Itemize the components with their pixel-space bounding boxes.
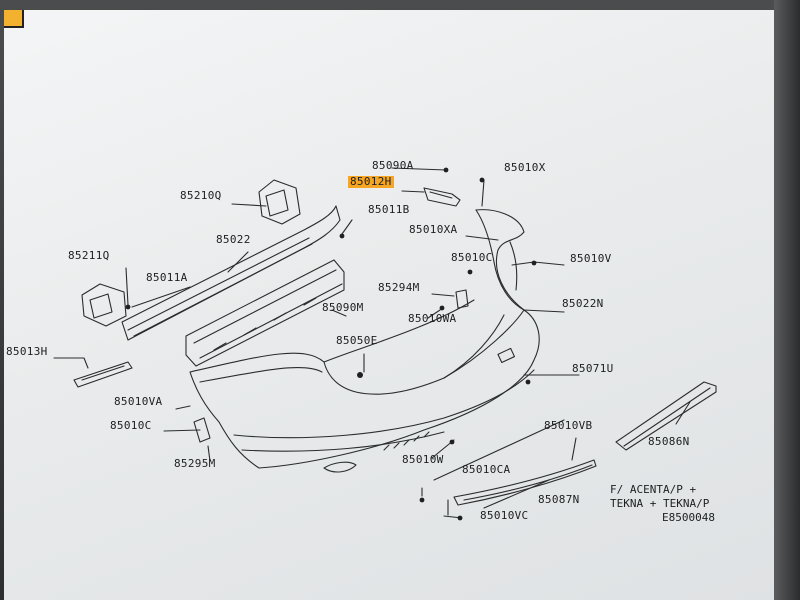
absorber-85090M	[185, 259, 345, 367]
label-85010VA[interactable]: 85010VA	[114, 395, 163, 408]
label-85011A[interactable]: 85011A	[146, 271, 188, 284]
bracket-85012H	[423, 187, 461, 207]
label-85013H[interactable]: 85013H	[6, 345, 48, 358]
bumper-fascia-85022N	[189, 309, 540, 469]
label-85012H-highlighted[interactable]: 85012H	[348, 175, 394, 188]
bumper-reflector	[497, 347, 516, 364]
label-85022N[interactable]: 85022N	[562, 297, 604, 310]
label-85071U[interactable]: 85071U	[572, 362, 614, 375]
label-85010V[interactable]: 85010V	[570, 252, 612, 265]
trim-85086N	[615, 381, 717, 451]
monitor-bezel	[774, 0, 800, 600]
window-corner-tab[interactable]	[4, 10, 24, 28]
label-85010X[interactable]: 85010X	[504, 161, 546, 174]
label-85086N[interactable]: 85086N	[648, 435, 690, 448]
screen: 85090A 85010X 85012H 85210Q 85011B 85010…	[4, 10, 774, 600]
label-85010W[interactable]: 85010W	[402, 453, 444, 466]
label-85210Q[interactable]: 85210Q	[180, 189, 222, 202]
label-85050E[interactable]: 85050E	[336, 334, 378, 347]
label-85294M[interactable]: 85294M	[378, 281, 420, 294]
label-85022[interactable]: 85022	[216, 233, 251, 246]
label-85087N[interactable]: 85087N	[538, 493, 580, 506]
parts-diagram	[53, 167, 717, 521]
diagram-code: E8500048	[662, 511, 715, 524]
label-85010VC[interactable]: 85010VC	[480, 509, 529, 522]
label-85090A[interactable]: 85090A	[372, 159, 414, 172]
bracket-85211Q	[81, 283, 127, 327]
garnish-85087N	[453, 459, 597, 506]
clip-85295M	[193, 417, 211, 443]
variant-note-line-2: TEKNA + TEKNA/P	[610, 497, 710, 510]
label-85010C-left[interactable]: 85010C	[110, 419, 152, 432]
label-85211Q[interactable]: 85211Q	[68, 249, 110, 262]
label-85011B[interactable]: 85011B	[368, 203, 410, 216]
label-85010WA[interactable]: 85010WA	[408, 312, 457, 325]
label-85010CA[interactable]: 85010CA	[462, 463, 511, 476]
label-85010VB[interactable]: 85010VB	[544, 419, 593, 432]
label-85010XA[interactable]: 85010XA	[409, 223, 458, 236]
label-85295M[interactable]: 85295M	[174, 457, 216, 470]
clip-85294M	[455, 289, 469, 309]
variant-note-line-1: F/ ACENTA/P +	[610, 483, 697, 496]
label-85090M[interactable]: 85090M	[322, 301, 364, 314]
bracket-85210Q	[258, 179, 301, 225]
strip-85013H	[73, 361, 133, 388]
label-85010C-top[interactable]: 85010C	[451, 251, 493, 264]
